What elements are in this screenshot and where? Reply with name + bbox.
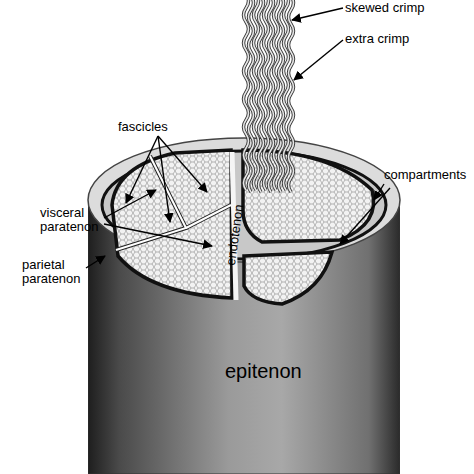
leader-line xyxy=(104,190,156,218)
part-label: parietal paratenon xyxy=(22,258,88,286)
crimped-fibre-outline xyxy=(244,0,294,192)
part-label: fascicles xyxy=(118,120,208,134)
leader-line xyxy=(158,136,207,192)
leader-line xyxy=(294,40,343,80)
part-label: compartments xyxy=(384,168,474,182)
fibre-bundle xyxy=(244,0,294,192)
leader-line xyxy=(104,224,212,246)
tissue-label: epitenon xyxy=(225,360,302,383)
part-label: extra crimp xyxy=(345,32,465,46)
leader-line xyxy=(292,8,343,20)
cylinder-surface xyxy=(88,200,400,474)
crimped-fibre xyxy=(244,0,294,192)
part-label: skewed crimp xyxy=(345,1,465,15)
leader-line xyxy=(158,136,170,222)
leader-line xyxy=(374,184,384,200)
leader-line xyxy=(126,136,158,203)
part-label: visceral paratenon xyxy=(40,206,108,234)
